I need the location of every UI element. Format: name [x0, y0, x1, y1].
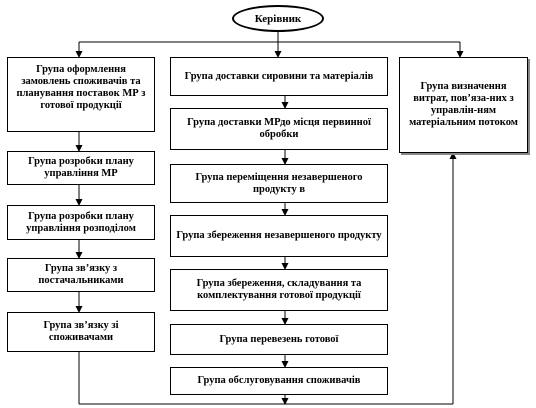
center-box-1-label: Група доставки сировини та матеріалів	[184, 70, 374, 82]
right-box-1-label: Група визначення витрат, пов’яза-них з у…	[409, 81, 518, 128]
left-box-1-label: Група оформлення замовлень споживачів та…	[16, 64, 146, 111]
left-box-1: Група оформлення замовлень споживачів та…	[7, 57, 155, 132]
left-box-3: Група розробки плану управління розподіл…	[7, 205, 155, 240]
center-box-5-label: Група збереження, складування та комплек…	[196, 278, 362, 301]
center-box-4: Група збереження незавершеного продукту	[170, 215, 388, 257]
left-box-5: Група зв’язку зі споживачами	[7, 312, 155, 352]
center-box-7-label: Група обслуговування споживачів	[197, 375, 361, 386]
center-box-5: Група збереження, складування та комплек…	[170, 269, 388, 311]
center-box-6: Група перевезень готової	[170, 324, 388, 355]
center-box-4-label: Група збереження незавершеного продукту	[176, 230, 382, 241]
center-box-3: Група переміщення незавершеного продукту…	[170, 164, 388, 203]
left-box-2-label: Група розробки плану управління МР	[28, 156, 134, 179]
left-box-3-label: Група розробки плану управління розподіл…	[26, 210, 136, 234]
center-box-2-label: Група доставки МРдо місця первинної обро…	[187, 117, 371, 140]
center-box-6-label: Група перевезень готової	[219, 333, 339, 345]
left-box-4: Група зв’язку з постачальниками	[7, 258, 155, 292]
head-label: Керівник	[254, 12, 302, 25]
left-box-5-label: Група зв’язку зі споживачами	[43, 320, 119, 343]
right-box-1: Група визначення витрат, пов’яза-них з у…	[399, 57, 528, 153]
center-box-3-label: Група переміщення незавершеного продукту…	[195, 171, 363, 195]
center-box-2: Група доставки МРдо місця первинної обро…	[170, 108, 388, 150]
center-box-1: Група доставки сировини та матеріалів	[170, 57, 388, 96]
center-box-7: Група обслуговування споживачів	[170, 367, 388, 395]
head-node: Керівник	[232, 5, 324, 32]
left-box-4-label: Група зв’язку з постачальниками	[38, 263, 124, 286]
left-box-2: Група розробки плану управління МР	[7, 151, 155, 185]
